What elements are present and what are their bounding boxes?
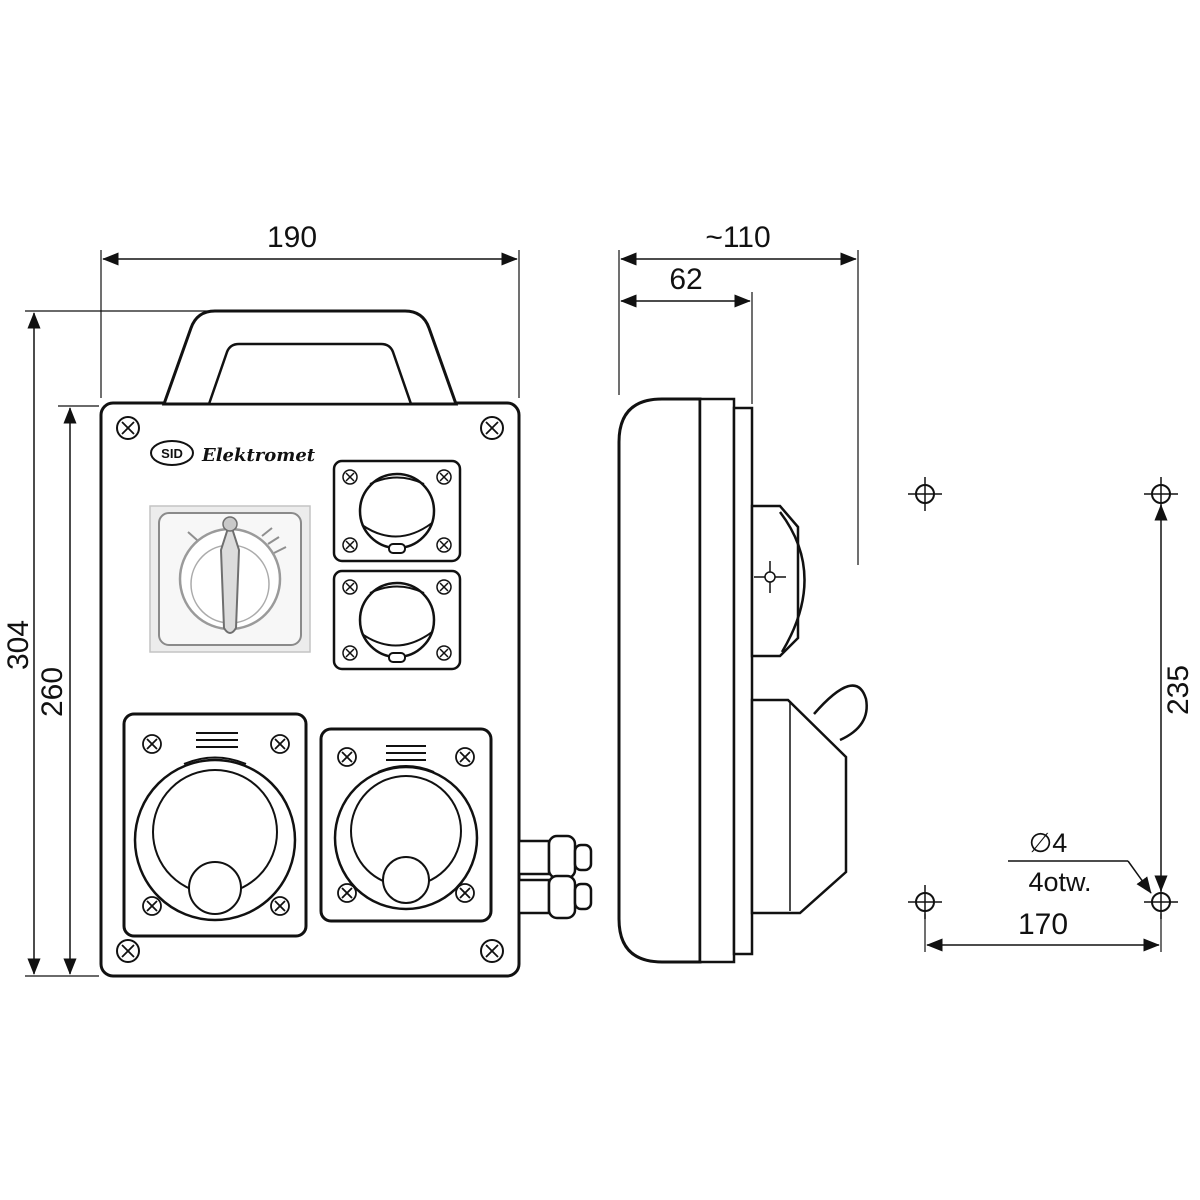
dim-label-overall-depth: ~110 xyxy=(705,221,770,254)
large-socket-left xyxy=(122,712,308,938)
dim-front-width: 190 xyxy=(100,221,520,398)
hole-callout: ∅4 4otw. xyxy=(1008,828,1152,897)
socket-lid-ear xyxy=(813,684,868,742)
screw-icon xyxy=(142,734,162,754)
dim-overall-height: 304 xyxy=(2,310,212,977)
screw-icon xyxy=(342,579,358,595)
screw-icon xyxy=(270,734,290,754)
mounting-hole-icon xyxy=(908,477,942,511)
socket-lid-seam xyxy=(361,631,433,647)
small-socket-2 xyxy=(332,569,462,671)
brand-logo-text: SID xyxy=(161,446,183,461)
mounting-rail xyxy=(732,406,754,956)
dim-label-hole-horizontal: 170 xyxy=(1018,908,1068,941)
dim-hole-vertical-spacing: 235 xyxy=(1154,504,1195,892)
screw-icon xyxy=(436,579,452,595)
corner-screws xyxy=(116,416,504,963)
small-socket-1 xyxy=(332,459,462,563)
dimensions: 190 ~110 62 304 260 xyxy=(2,221,1195,977)
screw-icon xyxy=(480,416,504,440)
mounting-hole-pattern xyxy=(908,477,1178,919)
dim-label-hole-vertical: 235 xyxy=(1162,665,1195,715)
cable-gland xyxy=(517,874,593,920)
screw-icon xyxy=(455,883,475,903)
rotary-switch-tick-marks xyxy=(187,527,287,554)
front-view: SID Elektromet xyxy=(99,309,593,978)
cable-gland xyxy=(517,834,593,880)
side-view xyxy=(617,397,868,964)
screw-icon xyxy=(142,896,162,916)
lid-vent-lines xyxy=(386,745,426,761)
dim-hole-horizontal-spacing: 170 xyxy=(924,908,1162,952)
large-socket-right xyxy=(319,727,493,923)
dim-overall-depth: ~110 xyxy=(618,221,859,565)
screw-icon xyxy=(342,469,358,485)
screw-icon xyxy=(342,645,358,661)
socket-lid-hinge xyxy=(369,476,425,485)
socket-cover-hinge xyxy=(183,756,247,765)
center-mark xyxy=(754,561,786,593)
mounting-hole-icon xyxy=(908,885,942,919)
large-socket-side-profile xyxy=(750,684,868,915)
brand-name-text: Elektromet xyxy=(201,445,316,466)
brand-area: SID Elektromet xyxy=(150,440,316,466)
socket-cover-hinge xyxy=(377,765,435,773)
carry-handle-opening xyxy=(207,342,413,406)
dim-label-front-width: 190 xyxy=(267,221,317,254)
socket-lid-hinge xyxy=(369,585,425,594)
socket-lid-tab xyxy=(388,652,406,663)
screw-icon xyxy=(270,896,290,916)
rotary-switch-knob xyxy=(219,518,241,634)
screw-icon xyxy=(436,537,452,553)
cable-glands xyxy=(517,834,593,920)
dim-label-body-depth: 62 xyxy=(669,263,702,296)
screw-icon xyxy=(342,537,358,553)
screw-icon xyxy=(337,883,357,903)
screw-icon xyxy=(480,939,504,963)
brand-logo-oval xyxy=(150,440,194,466)
enclosure-flange xyxy=(698,397,736,964)
screw-icon xyxy=(337,747,357,767)
rotary-switch-knob-cap xyxy=(222,516,238,532)
dim-body-depth: 62 xyxy=(620,263,753,404)
screw-icon xyxy=(436,469,452,485)
dim-body-height: 260 xyxy=(36,405,99,975)
screw-icon xyxy=(455,747,475,767)
lid-vent-lines xyxy=(196,732,238,748)
socket-lid-seam xyxy=(361,522,433,538)
enclosure-side-outline xyxy=(617,397,702,964)
rotary-switch xyxy=(149,505,311,653)
screw-icon xyxy=(116,939,140,963)
small-socket-side-profile xyxy=(750,504,806,658)
socket-latch xyxy=(188,861,242,915)
hole-count-label: 4otw. xyxy=(1028,867,1091,897)
hole-diameter-label: ∅4 xyxy=(1029,828,1068,858)
socket-lid-tab xyxy=(388,543,406,554)
screw-icon xyxy=(436,645,452,661)
mounting-hole-icon xyxy=(1144,885,1178,919)
socket-latch xyxy=(382,856,430,904)
screw-icon xyxy=(116,416,140,440)
dim-label-body-height: 260 xyxy=(36,667,69,717)
socket-lid-side xyxy=(779,511,806,653)
dim-label-overall-height: 304 xyxy=(2,620,35,670)
